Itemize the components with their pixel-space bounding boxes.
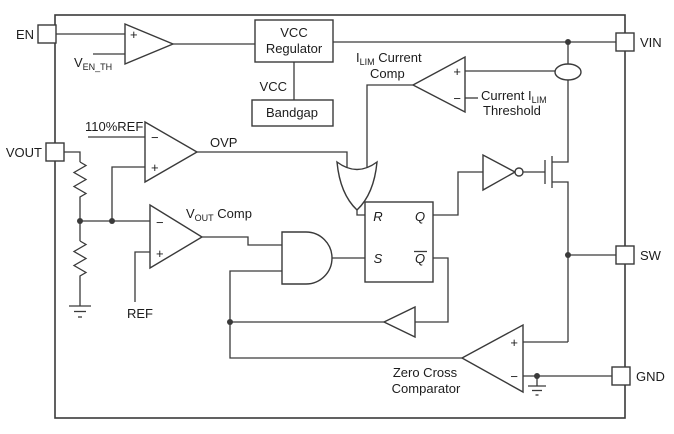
wire-vout-pin <box>64 151 81 162</box>
wire-ref <box>134 251 150 302</box>
junction-dot <box>534 373 540 379</box>
junction-dot <box>565 39 571 45</box>
bandgap-block <box>251 99 334 127</box>
current-sense-element <box>554 63 582 81</box>
pin-gnd <box>611 366 631 386</box>
flipflop-r-label: R <box>373 209 382 224</box>
wire-zc-out <box>229 322 462 359</box>
vcc-net-label: VCC <box>260 79 287 94</box>
and-gate <box>281 231 333 285</box>
ground-symbol-divider <box>69 305 91 318</box>
gate-driver <box>482 153 517 192</box>
ovp-comparator <box>144 120 199 184</box>
ref110-label: 110%REF <box>85 119 143 134</box>
wire-ovp-out <box>197 151 348 170</box>
mosfet-symbol <box>544 156 553 188</box>
bandgap-label: Bandgap <box>266 105 318 120</box>
junction-dot <box>77 218 83 224</box>
flipflop-qbar-label: Q <box>415 251 425 266</box>
zc-minus-sign: − <box>510 369 518 384</box>
ilim-minus-sign: − <box>453 91 461 106</box>
pin-label-vin: VIN <box>640 35 662 50</box>
wire-drain <box>552 80 569 163</box>
ilim-comparator <box>411 55 466 114</box>
zc-plus-sign: + <box>510 335 518 350</box>
wire-ilim-out <box>366 84 413 170</box>
en-comp-plus-sign: + <box>130 27 138 42</box>
ilim-comp-label-line2: Comp <box>370 66 405 81</box>
junction-dot <box>227 319 233 325</box>
pin-label-en: EN <box>16 27 34 42</box>
junction-dot <box>565 252 571 258</box>
pin-en <box>37 24 57 44</box>
resistor-r1 <box>72 161 88 202</box>
ovp-plus-sign: + <box>151 160 159 175</box>
ilim-threshold-label-line1: Current ILIM <box>481 88 547 105</box>
rs-flipflop-block <box>364 201 434 283</box>
resistor-r2 <box>72 240 88 281</box>
pin-sw <box>615 245 635 265</box>
flipflop-s-label: S <box>374 251 383 266</box>
vcc-regulator-label-line1: VCC <box>280 25 307 40</box>
vout-comp-label: VOUT Comp <box>186 206 252 223</box>
wire-ovp-plus <box>111 166 145 221</box>
wire-and-in2 <box>229 270 282 322</box>
vcc-regulator-block <box>254 19 334 63</box>
ovp-minus-sign: − <box>151 130 159 145</box>
wire-vout-comp-out <box>202 236 282 246</box>
ref-label: REF <box>127 306 153 321</box>
junction-dot <box>109 218 115 224</box>
wire-or-out <box>356 210 365 216</box>
pin-label-sw: SW <box>640 248 662 263</box>
vout-comp-minus-sign: − <box>156 215 164 230</box>
wire-q-out <box>433 171 483 216</box>
en-comparator <box>124 22 175 66</box>
vout-comp-plus-sign: + <box>156 246 164 261</box>
inverter-bubble <box>514 167 524 177</box>
flipflop-q-label: Q <box>415 209 425 224</box>
ven-th-label: VEN_TH <box>74 55 112 72</box>
ic-outline <box>54 14 626 419</box>
ilim-plus-sign: + <box>453 64 461 79</box>
ovp-label: OVP <box>210 135 237 150</box>
wire-qbar-to-buffer <box>415 257 449 323</box>
pin-label-gnd: GND <box>636 369 665 384</box>
pin-vin <box>615 32 635 52</box>
pin-vout <box>45 142 65 162</box>
wire-source <box>552 181 569 255</box>
ilim-comp-label-line1: ILIM Current <box>356 50 422 67</box>
feedback-buffer <box>382 305 416 339</box>
vout-comparator <box>149 203 204 270</box>
zero-cross-label-line1: Zero Cross <box>393 365 458 380</box>
vcc-regulator-label-line2: Regulator <box>266 41 323 56</box>
ilim-threshold-label-line2: Threshold <box>483 103 541 118</box>
pin-label-vout: VOUT <box>6 145 42 160</box>
zero-cross-label-line2: Comparator <box>392 381 461 396</box>
or-gate <box>336 160 378 211</box>
zero-cross-comparator <box>460 323 524 394</box>
